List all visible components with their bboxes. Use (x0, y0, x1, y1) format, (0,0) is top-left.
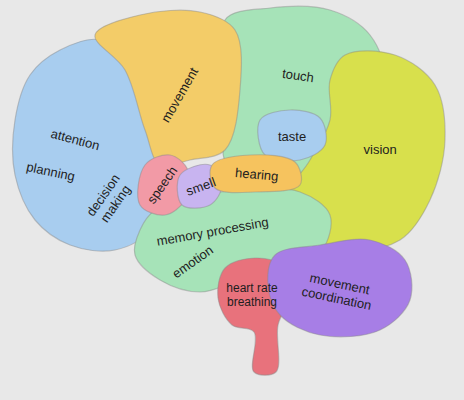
region-outline (210, 155, 301, 193)
region-label: vision (364, 143, 397, 158)
region-outline (258, 110, 327, 161)
region-shape (81, 0, 254, 179)
region-outline (268, 239, 412, 337)
motor-region: movement (81, 0, 254, 179)
region-label: hearing (234, 166, 279, 185)
region-label: taste (278, 130, 306, 145)
region-label: heart rate breathing (221, 282, 283, 310)
cerebellum-region: movement coordination (254, 226, 424, 349)
hearing-region: hearing (198, 141, 314, 206)
region-outline (95, 10, 242, 166)
